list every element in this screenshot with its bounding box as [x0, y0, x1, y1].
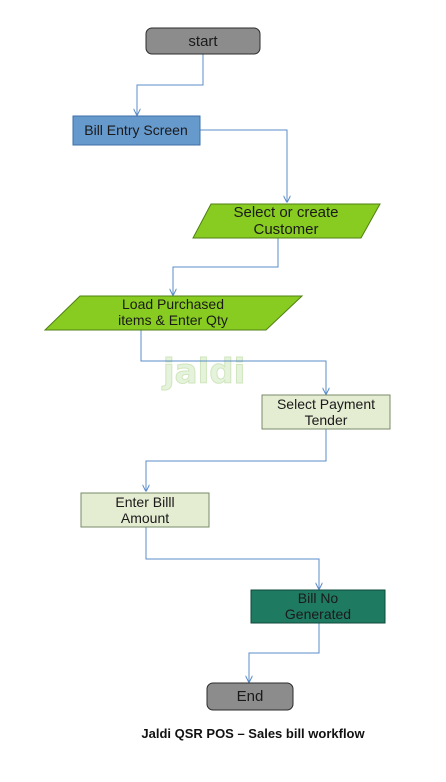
node-enter-amount-line1: Enter Billl: [115, 494, 174, 510]
node-select-customer-line1: Select or create: [233, 204, 338, 221]
node-load-items-line1: Load Purchased: [122, 296, 224, 312]
connector-payment-to-amount: [146, 429, 327, 491]
node-bill-generated-line2: Generated: [285, 606, 351, 622]
connector-bill-entry-to-customer: [200, 129, 287, 202]
node-load-items-line2: items & Enter Qty: [118, 312, 228, 328]
node-select-payment-line2: Tender: [305, 412, 348, 428]
node-bill-generated: Bill No Generated: [250, 589, 386, 624]
jaldi-watermark: jaldi: [161, 352, 245, 392]
node-select-customer: Select or create Customer: [192, 203, 381, 239]
node-start-label: start: [188, 33, 218, 50]
connector-customer-to-load-items: [173, 238, 279, 295]
node-bill-generated-line1: Bill No: [298, 590, 339, 606]
node-bill-entry-label: Bill Entry Screen: [84, 122, 187, 138]
node-end: End: [206, 682, 294, 711]
node-enter-amount-line2: Amount: [121, 510, 169, 526]
connector-amount-to-bill-generated: [145, 527, 319, 589]
node-load-items: Load Purchased items & Enter Qty: [43, 295, 304, 331]
node-select-payment: Select Payment Tender: [261, 394, 391, 430]
connector-load-items-to-payment: [140, 330, 326, 394]
node-bill-entry-screen: Bill Entry Screen: [72, 115, 201, 146]
diagram-caption: Jaldi QSR POS – Sales bill workflow: [141, 726, 365, 741]
connector-bill-generated-to-end: [249, 623, 320, 682]
node-select-payment-line1: Select Payment: [277, 396, 375, 412]
node-enter-amount: Enter Billl Amount: [80, 492, 210, 528]
node-select-customer-line2: Customer: [253, 221, 318, 238]
connectors: [137, 54, 326, 682]
node-end-label: End: [237, 688, 264, 705]
connector-start-to-bill-entry: [137, 54, 204, 115]
node-start: start: [145, 27, 261, 55]
